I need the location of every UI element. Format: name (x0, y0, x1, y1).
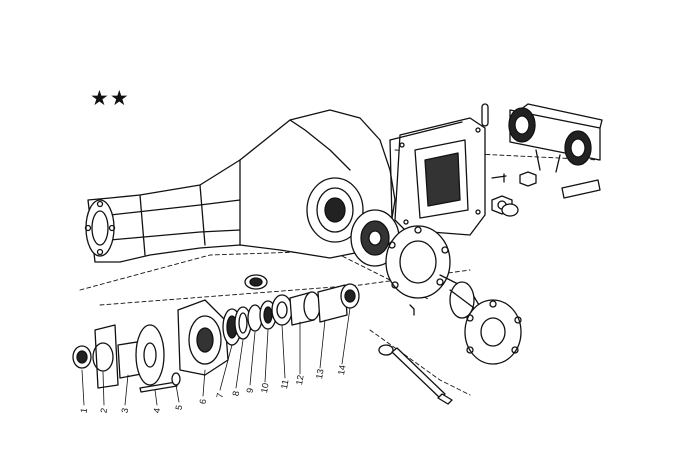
callout-10: 10 (259, 382, 271, 394)
differential-housing (87, 109, 396, 263)
callout-2: 2 (99, 407, 110, 414)
callout-5: 5 (174, 404, 185, 411)
callout-11: 11 (279, 379, 290, 390)
callout-4: 4 (152, 407, 163, 414)
callout-3: 3 (120, 407, 131, 414)
callout-6: 6 (198, 398, 209, 405)
drain-plug-and-pin (481, 103, 519, 217)
callout-12: 12 (294, 374, 306, 386)
callout-14: 14 (336, 364, 348, 376)
callout-1: 1 (79, 407, 90, 414)
long-bolt (378, 344, 453, 405)
callout-8: 8 (231, 390, 242, 397)
left-axle-flange (84, 199, 116, 257)
star-marks: ★★ (90, 86, 130, 110)
rear-cover-plate (389, 117, 486, 236)
callout-13: 13 (314, 368, 326, 380)
callout-labels: 1 2 3 4 5 6 7 8 9 10 11 12 13 14 (79, 364, 348, 414)
callout-7: 7 (215, 392, 226, 399)
rubber-mount-bracket (491, 103, 603, 199)
pinion-flange-assembly (350, 209, 522, 365)
callout-9: 9 (245, 387, 256, 394)
exploded-parts-row (72, 274, 360, 393)
callout-leaders (81, 307, 351, 406)
